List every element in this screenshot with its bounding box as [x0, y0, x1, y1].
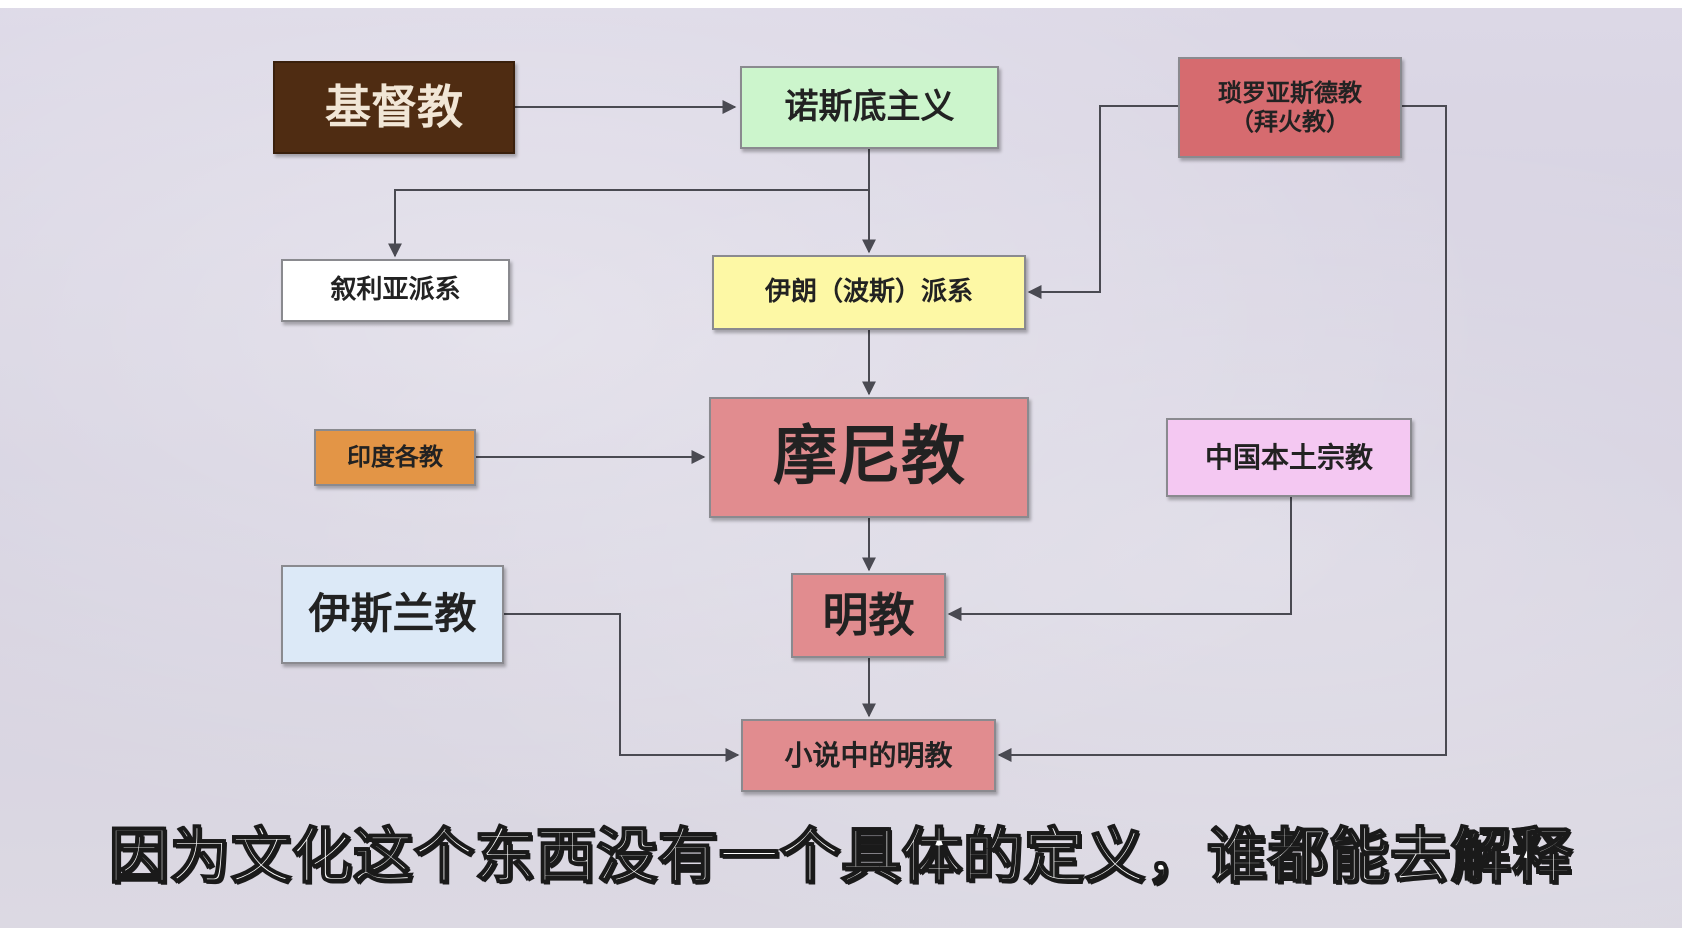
edge-islam-novel: [504, 613, 740, 762]
node-mingjiao-label: 明教: [822, 587, 915, 642]
node-indian-religions: 印度各教: [314, 429, 476, 486]
node-novel-mingjiao: 小说中的明教: [741, 719, 996, 792]
node-zoroastrianism-label-line1: 琐罗亚斯德教: [1218, 78, 1362, 107]
node-manichaeism-label: 摩尼教: [773, 420, 965, 495]
node-chinese-native: 中国本土宗教: [1166, 418, 1412, 497]
node-zoroastrianism: 琐罗亚斯德教 （拜火教）: [1178, 57, 1402, 158]
node-iran-branch-label: 伊朗（波斯）派系: [764, 276, 973, 307]
node-nestorianism-label: 诺斯底主义: [784, 87, 955, 128]
video-subtitle: 因为文化这个东西没有一个具体的定义，谁都能去解释: [108, 821, 1573, 893]
edge-nestorianism-syria: [388, 189, 869, 258]
edge-zoroastrianism-novel: [997, 105, 1447, 762]
node-islam: 伊斯兰教: [281, 565, 504, 664]
node-zoroastrianism-label-line2: （拜火教）: [1230, 107, 1350, 136]
node-novel-mingjiao-label: 小说中的明教: [784, 738, 953, 772]
node-syria-branch: 叙利亚派系: [281, 259, 510, 322]
node-iran-branch: 伊朗（波斯）派系: [712, 255, 1026, 330]
edge-zoroastrianism-iran: [1027, 105, 1178, 299]
node-mingjiao: 明教: [791, 573, 946, 658]
node-syria-branch-label: 叙利亚派系: [330, 274, 461, 305]
node-islam-label: 伊斯兰教: [308, 589, 477, 639]
node-chinese-native-label: 中国本土宗教: [1204, 440, 1373, 474]
node-indian-religions-label: 印度各教: [347, 443, 443, 472]
node-manichaeism: 摩尼教: [709, 397, 1029, 518]
edge-chinese-mingjiao: [947, 497, 1292, 621]
top-band: [0, 0, 1682, 8]
node-christianity-label: 基督教: [325, 79, 463, 134]
node-nestorianism: 诺斯底主义: [740, 66, 999, 149]
node-christianity: 基督教: [273, 61, 515, 154]
